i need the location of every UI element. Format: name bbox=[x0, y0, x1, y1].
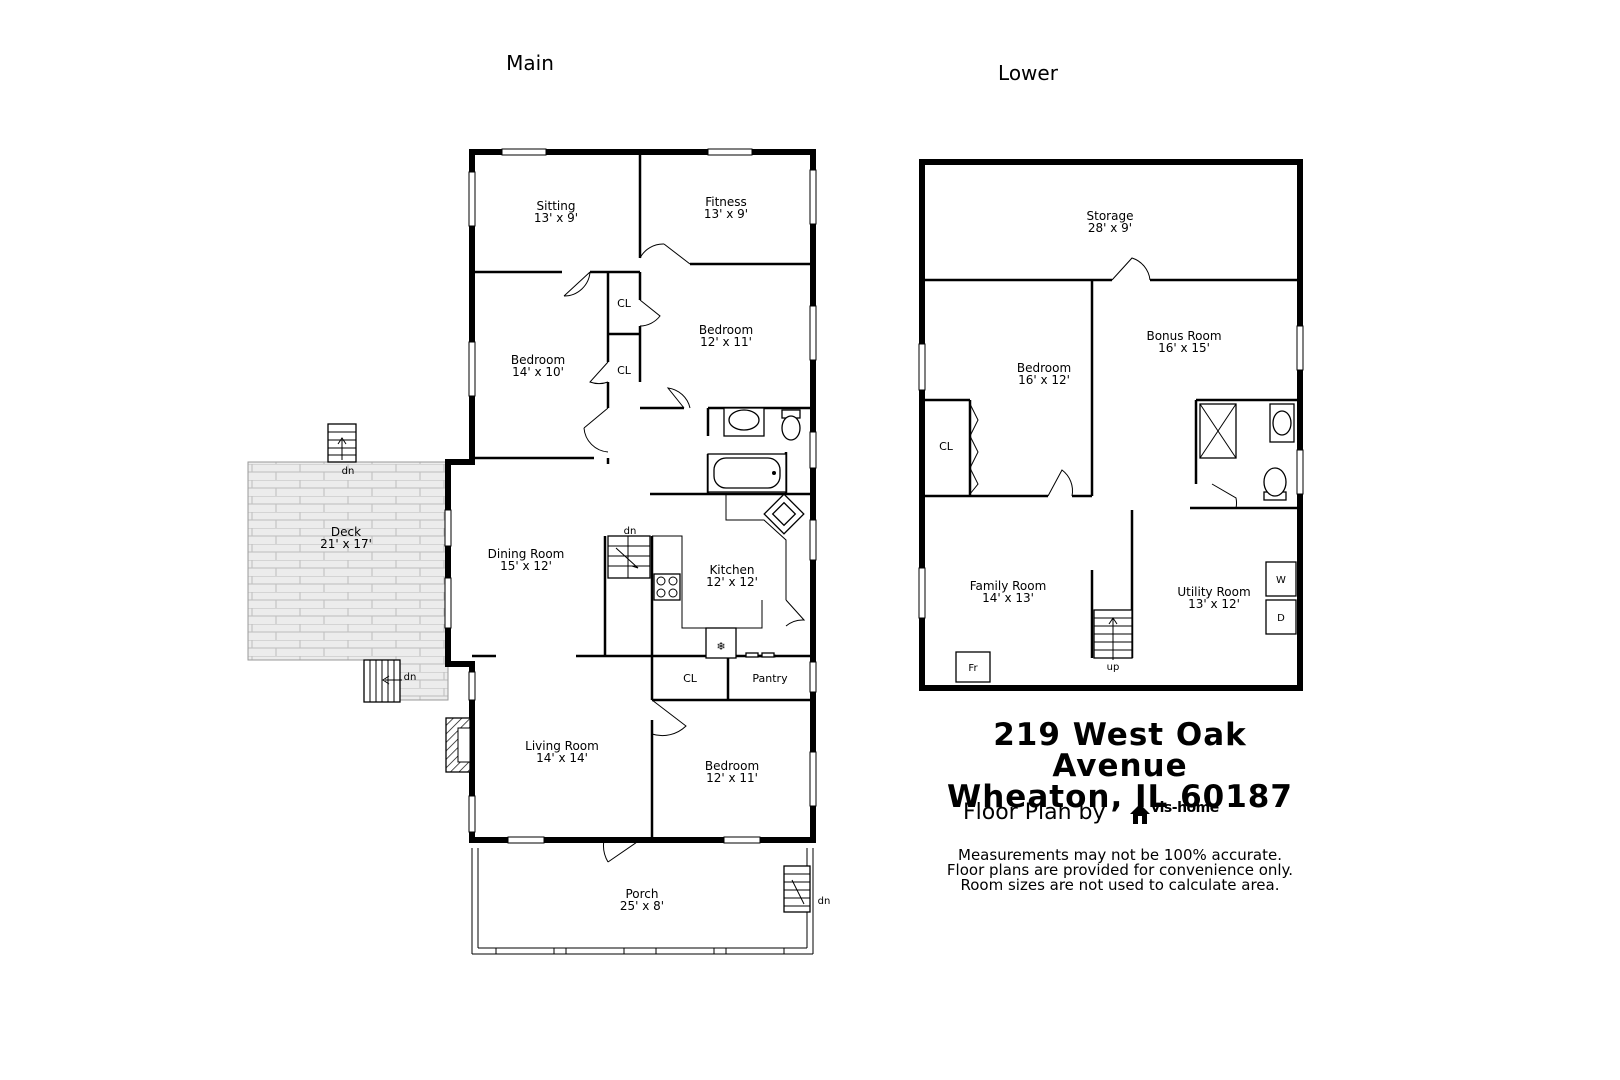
room-name-closet-2: CL bbox=[617, 364, 632, 377]
room-dims-kitchen: 12' x 12' bbox=[706, 575, 758, 589]
furnace-label: Fr bbox=[968, 663, 978, 674]
main-floor-label: Main bbox=[506, 51, 554, 75]
room-name-bedroom-bottom: Bedroom bbox=[705, 759, 759, 773]
disclaimer-line-2: Floor plans are provided for convenience… bbox=[946, 861, 1294, 879]
room-name-living-room: Living Room bbox=[525, 739, 599, 753]
room-name-pantry: Pantry bbox=[752, 672, 788, 685]
disclaimer: Measurements may not be 100% accurate. F… bbox=[930, 848, 1310, 893]
room-dims-sitting: 13' x 9' bbox=[534, 211, 578, 225]
credit-text: Floor Plan by bbox=[963, 800, 1106, 825]
main-floor-plan: ❄ bbox=[247, 148, 831, 955]
room-name-utility-room: Utility Room bbox=[1177, 585, 1250, 599]
stair-label-deck-side: dn bbox=[404, 672, 417, 683]
room-dims-deck: 21' x 17' bbox=[320, 537, 372, 551]
room-dims-family-room: 14' x 13' bbox=[982, 591, 1034, 605]
fireplace bbox=[445, 717, 471, 773]
stair-label-porch: dn bbox=[818, 896, 831, 907]
room-name-porch: Porch bbox=[625, 887, 658, 901]
property-address: 219 West Oak Avenue Wheaton, IL 60187 bbox=[930, 720, 1310, 813]
stair-label-kitchen: dn bbox=[624, 526, 637, 537]
room-name-storage: Storage bbox=[1087, 209, 1134, 223]
room-name-fitness: Fitness bbox=[705, 195, 747, 209]
snowflake-icon: ❄ bbox=[716, 640, 725, 653]
interior-walls bbox=[472, 152, 813, 840]
room-name-dining-room: Dining Room bbox=[488, 547, 565, 561]
stair-label-lower: up bbox=[1107, 662, 1120, 673]
room-dims-bonus-room: 16' x 15' bbox=[1158, 341, 1210, 355]
room-name-lower-bedroom: Bedroom bbox=[1017, 361, 1071, 375]
kitchen-stairs bbox=[607, 535, 651, 579]
deck bbox=[247, 423, 449, 703]
room-dims-bedroom-bottom: 12' x 11' bbox=[706, 771, 758, 785]
room-name-family-room: Family Room bbox=[970, 579, 1047, 593]
room-dims-utility-room: 13' x 12' bbox=[1188, 597, 1240, 611]
washer-label: W bbox=[1276, 575, 1286, 586]
disclaimer-line-3: Room sizes are not used to calculate are… bbox=[960, 876, 1280, 894]
porch bbox=[471, 848, 814, 955]
room-dims-bedroom-right: 12' x 11' bbox=[700, 335, 752, 349]
dryer-label: D bbox=[1277, 613, 1285, 624]
bathroom-fixtures bbox=[707, 407, 801, 493]
lower-floor-plan: W D Fr Storage 28' x 9' Bedroom 16' x 12… bbox=[918, 159, 1304, 691]
room-dims-lower-bedroom: 16' x 12' bbox=[1018, 373, 1070, 387]
house-icon bbox=[1130, 804, 1150, 824]
room-dims-living-room: 14' x 14' bbox=[536, 751, 588, 765]
doors bbox=[563, 243, 806, 863]
room-name-closet-1: CL bbox=[617, 297, 632, 310]
disclaimer-line-1: Measurements may not be 100% accurate. bbox=[958, 846, 1282, 864]
room-dims-fitness: 13' x 9' bbox=[704, 207, 748, 221]
room-dims-bedroom-left: 14' x 10' bbox=[512, 365, 564, 379]
kitchen-fixtures: ❄ bbox=[652, 493, 805, 659]
room-name-bonus-room: Bonus Room bbox=[1146, 329, 1221, 343]
room-dims-porch: 25' x 8' bbox=[620, 899, 664, 913]
room-name-bedroom-right: Bedroom bbox=[699, 323, 753, 337]
room-name-bedroom-left: Bedroom bbox=[511, 353, 565, 367]
brand-name: vis-home bbox=[1151, 800, 1219, 816]
room-name-lower-closet: CL bbox=[939, 440, 954, 453]
address-line-1: 219 West Oak Avenue bbox=[993, 717, 1247, 784]
windows bbox=[444, 148, 817, 844]
room-name-kitchen: Kitchen bbox=[709, 563, 754, 577]
stair-label-deck-top: dn bbox=[342, 466, 355, 477]
room-name-deck: Deck bbox=[331, 525, 361, 539]
room-dims-storage: 28' x 9' bbox=[1088, 221, 1132, 235]
room-name-sitting: Sitting bbox=[537, 199, 576, 213]
lower-floor-label: Lower bbox=[998, 61, 1059, 85]
room-name-closet-3: CL bbox=[683, 672, 698, 685]
address-line-2: Wheaton, IL 60187 bbox=[947, 779, 1293, 815]
room-dims-dining-room: 15' x 12' bbox=[500, 559, 552, 573]
